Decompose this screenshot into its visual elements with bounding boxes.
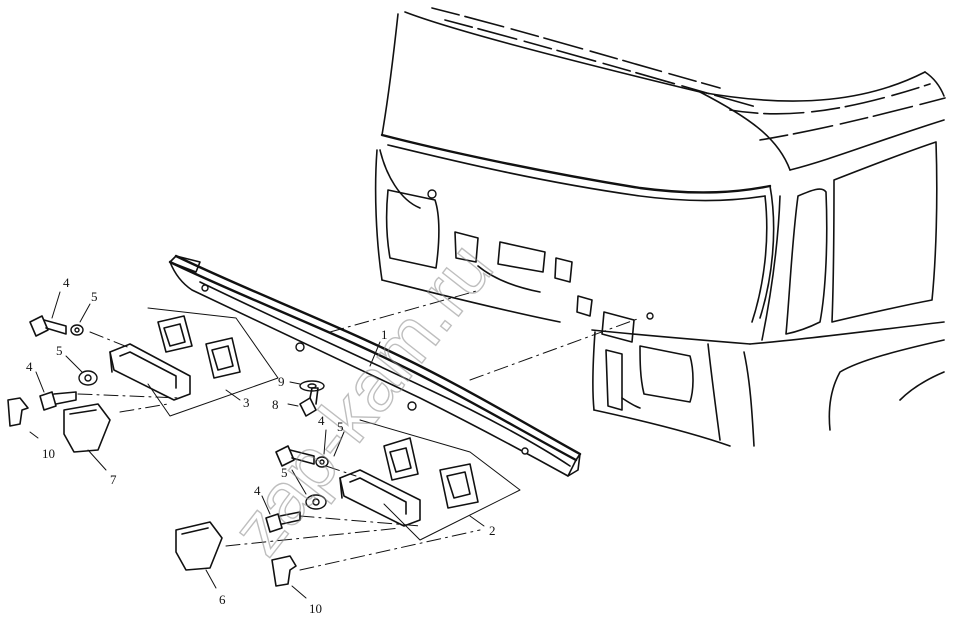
callout-3: 3: [243, 395, 250, 410]
callout-5-center-upper: 5: [337, 419, 344, 434]
center-fasteners: [287, 380, 325, 417]
callout-5-center-lower: 5: [281, 465, 288, 480]
callout-6: 6: [219, 592, 226, 607]
leader-1: [369, 341, 381, 367]
callout-4-lower: 4: [254, 483, 261, 498]
callout-4-center: 4: [318, 413, 325, 428]
callout-4-mid-left: 4: [26, 359, 33, 374]
callout-5-top-left: 5: [91, 289, 98, 304]
callout-labels: 1 2 3 4 5 5 4 10 7 9 8 4 5 5 4 6 10: [26, 275, 496, 616]
callout-8: 8: [272, 397, 279, 412]
callout-4-top-left: 4: [63, 275, 70, 290]
truck-cab: [374, 7, 946, 447]
callout-5-mid-left: 5: [56, 343, 63, 358]
right-bracket-assembly: [175, 419, 521, 599]
callout-10-left: 10: [42, 446, 55, 461]
callout-1: 1: [381, 327, 388, 342]
left-bracket-assembly: [7, 291, 279, 471]
callout-2: 2: [489, 523, 496, 538]
callout-9: 9: [278, 374, 285, 389]
bumper-beam: [168, 254, 582, 477]
callout-7: 7: [110, 472, 117, 487]
callout-10-right: 10: [309, 601, 322, 616]
